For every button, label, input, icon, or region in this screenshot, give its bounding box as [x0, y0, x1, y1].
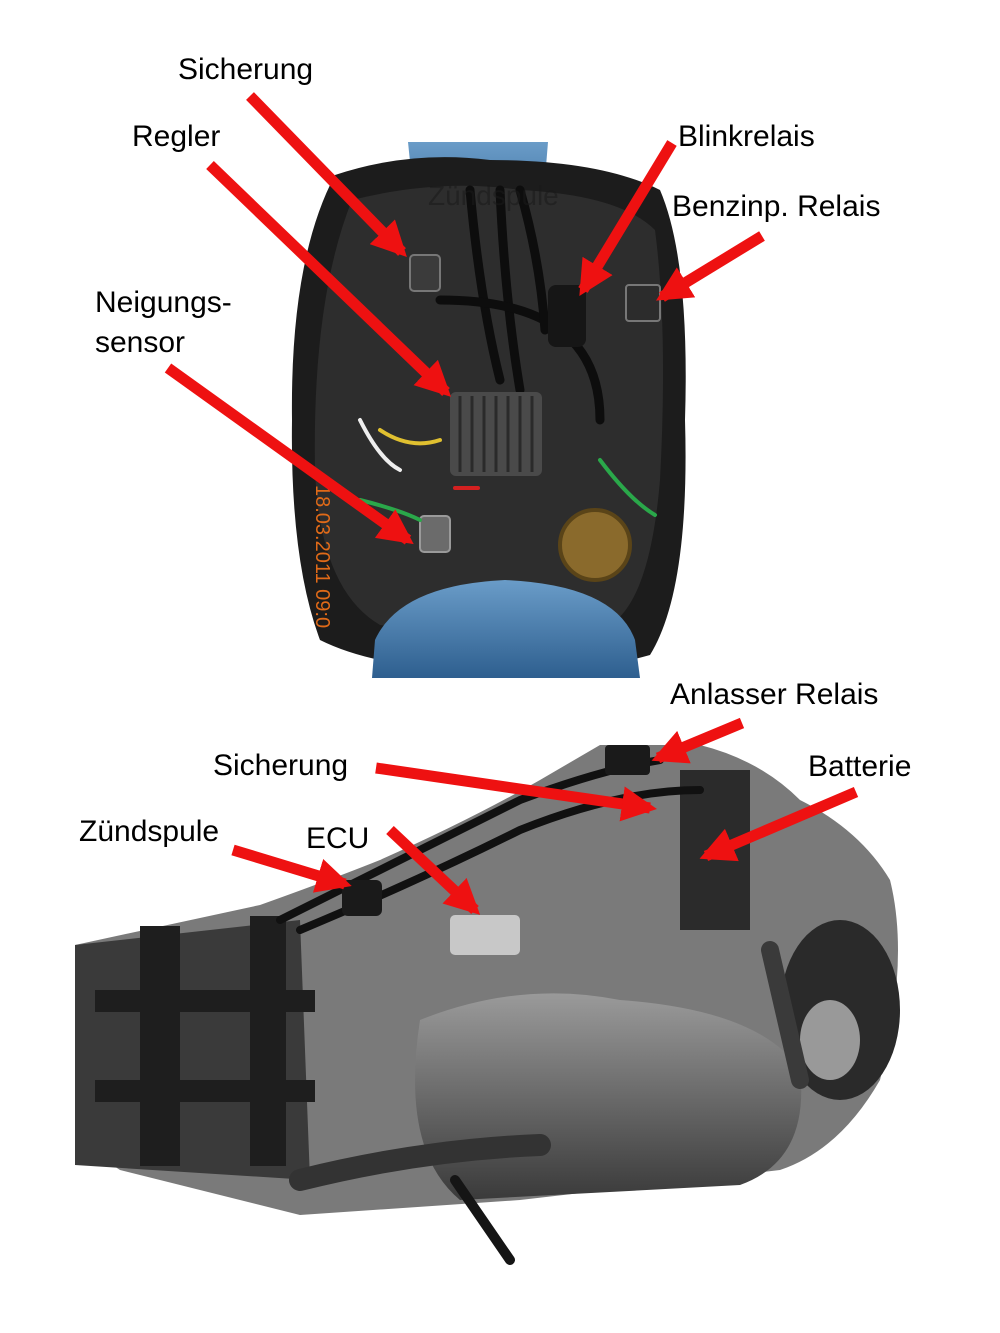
- flasher-relay: [548, 285, 586, 347]
- frame-brackets: [95, 916, 315, 1166]
- label-batterie: Batterie: [808, 750, 912, 783]
- label-regler: Regler: [132, 120, 221, 153]
- label-anlasser-relais: Anlasser Relais: [670, 678, 879, 711]
- fuel-pump-relay: [625, 284, 661, 322]
- blue-lower-frame: [372, 580, 640, 678]
- horn: [558, 508, 632, 582]
- arrow-batterie: [699, 786, 859, 862]
- exhaust-pipe: [289, 1134, 551, 1191]
- arrow-sicherung-top: [246, 92, 407, 258]
- label-neigungssensor: Neigungs- sensor: [95, 286, 232, 359]
- bottom-photo: [75, 745, 900, 1265]
- arrow-blinkrelais: [578, 140, 677, 297]
- fuse-holder: [409, 254, 441, 292]
- label-sicherung-bottom: Sicherung: [213, 749, 349, 782]
- partial-label-zuendspule: Zündspule: [428, 180, 559, 211]
- ignition-coil: [342, 880, 382, 916]
- arrow-ecu: [386, 825, 481, 915]
- arrow-benzinp-relais: [655, 231, 765, 302]
- ecu-unit: [450, 915, 520, 955]
- side-stand: [450, 1175, 515, 1265]
- pointer-arrows: [164, 92, 859, 915]
- date-stamp: 18.03.2011 09:0: [311, 485, 333, 628]
- starter-relay: [605, 745, 650, 775]
- tilt-sensor: [419, 515, 451, 553]
- arrow-neigungssensor: [164, 363, 414, 545]
- label-ecu: ECU: [306, 822, 370, 855]
- regler-fins: [458, 396, 534, 472]
- label-blinkrelais: Blinkrelais: [678, 120, 815, 153]
- arrow-regler: [206, 161, 452, 397]
- rear-shock: [761, 941, 809, 1089]
- rear-hub: [800, 1000, 860, 1080]
- label-zuendspule: Zündspule: [79, 815, 220, 848]
- arrow-zuendspule: [231, 844, 352, 893]
- label-sicherung-top: Sicherung: [178, 53, 314, 86]
- arrow-sicherung-bottom: [375, 762, 657, 822]
- label-benzinp-relais: Benzinp. Relais: [672, 190, 881, 223]
- arrow-anlasser-relais: [651, 717, 745, 764]
